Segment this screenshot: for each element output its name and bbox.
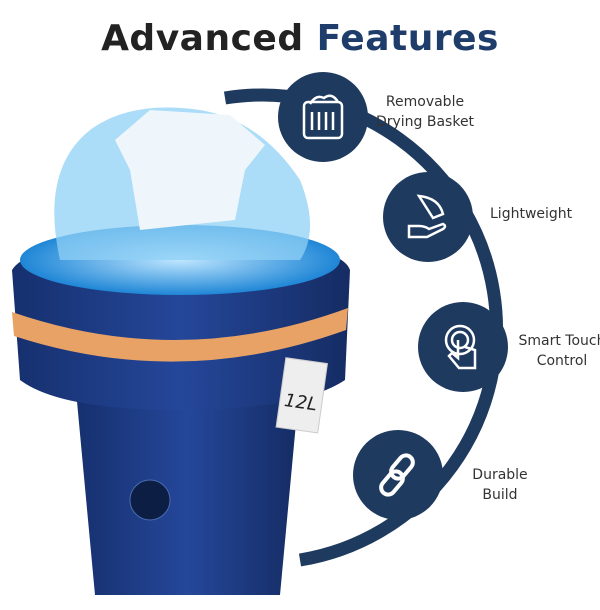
portable-washer-image: 12L: [12, 107, 350, 595]
feature-durable: [353, 430, 443, 520]
chain-link-icon: [379, 453, 415, 497]
feature-removable-basket: [278, 72, 368, 162]
capacity-tag: 12L: [283, 390, 319, 415]
feature-label-lightweight: Lightweight: [490, 206, 573, 222]
feature-lightweight: [383, 172, 473, 262]
title-part2: Features: [316, 18, 499, 59]
title-part1: Advanced: [101, 18, 304, 59]
touch-finger-icon: [444, 324, 477, 370]
feather-hand-icon: [407, 194, 447, 239]
feature-smart-touch: [418, 302, 508, 392]
page-title: Advanced Features: [0, 18, 600, 59]
laundry-basket-icon: [302, 94, 344, 140]
